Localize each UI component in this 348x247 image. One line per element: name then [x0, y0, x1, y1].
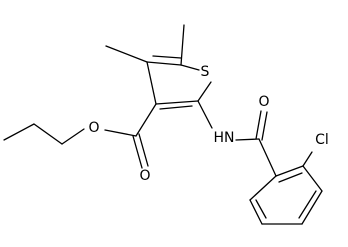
bond-ar-c5-c6 — [249, 199, 263, 225]
bond-carbonyl-o1-b — [138, 133, 149, 167]
bond-c5-methyl — [180, 24, 185, 66]
bond-nh-carbonyl — [235, 138, 260, 141]
bond-ar-c3-c4 — [301, 190, 323, 225]
bond-carbonyl-o1-a — [132, 135, 143, 169]
atom-labels: S O O HN O Cl — [88, 64, 328, 184]
bond-ch2-ch3 — [3, 123, 35, 141]
bond-c4-c5 — [146, 61, 182, 66]
bond-ch2-ch2 — [33, 123, 63, 145]
bond-ar-c1-c2 — [275, 165, 304, 177]
bond-ar-cl — [302, 151, 313, 167]
bond-c2-c3 — [155, 100, 199, 105]
carbonyl-oxygen-2-label: O — [258, 94, 269, 110]
sulfur-atom-label: S — [201, 64, 210, 80]
carbonyl-oxygen-1-label: O — [139, 168, 150, 184]
bond-c3-c4 — [146, 61, 157, 105]
bond-ar-c6-c1 — [249, 175, 277, 201]
bond-ar-c2-c3 — [302, 165, 323, 192]
ester-oxygen-label: O — [88, 120, 99, 136]
amide-nh-label: HN — [214, 130, 235, 146]
bond-c2-c3-inner — [159, 105, 193, 110]
bond-carbonyl-o2-a — [255, 110, 262, 140]
bond-s-c2 — [197, 81, 212, 102]
bond-c4-methyl — [105, 45, 148, 63]
chlorine-atom-label: Cl — [315, 132, 329, 148]
bond-c2-nh — [197, 100, 213, 129]
bond-ester-o-ch2 — [61, 128, 85, 145]
bond-ar-c3-c4-inner — [298, 190, 317, 219]
bond-carbonyl-phenyl — [258, 138, 277, 177]
bond-c4-c5-inner — [152, 55, 182, 59]
bond-lines — [3, 24, 323, 225]
bond-c5-s — [180, 64, 200, 71]
bond-ar-c5-c6-inner — [255, 199, 267, 219]
bond-carbonyl-ester-o — [104, 129, 137, 137]
bond-ar-c1-c2-inner — [278, 172, 303, 183]
bond-carbonyl-o2-b — [261, 111, 268, 141]
bond-c3-carbonyl — [135, 103, 157, 137]
